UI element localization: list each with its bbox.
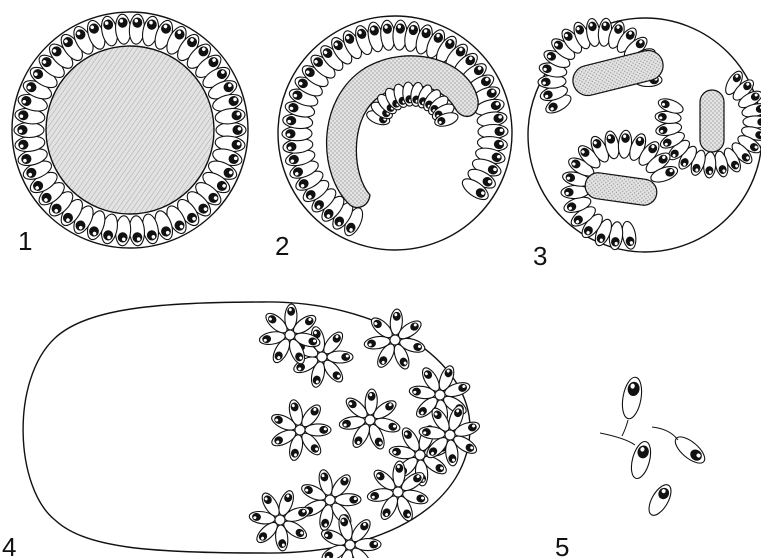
cell [645,481,676,518]
yolk-band [327,56,479,208]
rosette [249,489,312,552]
nucleus [341,353,350,361]
cell-ring [282,20,508,239]
yolk-segment [584,171,659,207]
rosette [338,389,401,451]
rosette [269,398,331,461]
rosette [299,468,361,531]
yolk-segment [700,90,724,152]
nucleus [17,125,27,135]
cell [216,123,246,138]
panel-5: 5 [555,376,709,558]
yolk-segment [570,47,667,98]
cell [628,439,654,480]
cell [305,424,331,436]
cell [743,116,761,129]
nucleus [285,129,295,138]
rosette [363,309,426,371]
yolk-mass [46,46,214,214]
cell [671,432,709,467]
cell-tail [622,420,628,436]
isolated-cells [600,376,709,519]
cell-rosettes [249,304,482,558]
nucleus [319,426,328,434]
panel-label-4: 4 [2,532,16,558]
cell [619,376,644,420]
outer-membrane [278,16,512,250]
cell-tail [600,433,635,445]
cell [14,123,44,138]
panel-2: 2 [275,16,512,261]
cell-tail [652,427,678,440]
panel-3: 3 [528,18,761,271]
panel-4: 4 [2,302,481,558]
panel-label-2: 2 [275,231,289,261]
panel-label-5: 5 [555,532,569,558]
nucleus [233,125,243,135]
panel-label-3: 3 [533,241,547,271]
panel-1: 1 [12,12,248,256]
panel-label-1: 1 [18,226,32,256]
